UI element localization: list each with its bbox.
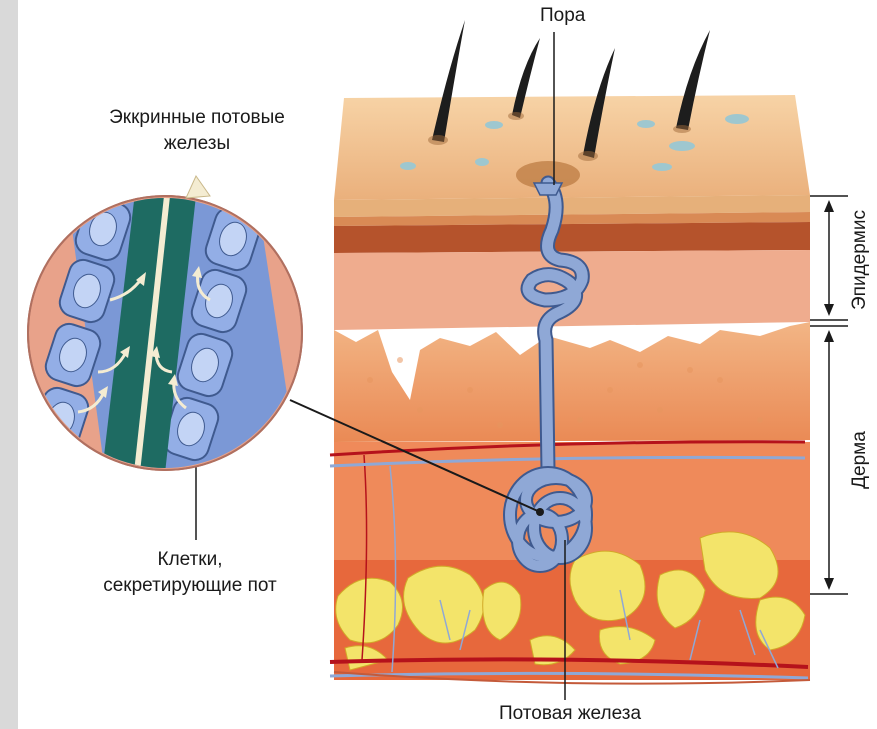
pore-label: Пора (540, 4, 585, 28)
skin-block (330, 20, 810, 684)
epidermis-bracket (810, 196, 848, 320)
epidermis-label: Эпидермис (848, 200, 872, 320)
epidermis-arrow-down (824, 304, 834, 316)
dermis-arrow-down (824, 578, 834, 590)
cells-label-line1: Клетки, (60, 548, 320, 572)
eccrine-label-line1: Эккринные потовые (72, 106, 322, 130)
magnify-point (536, 508, 544, 516)
dermis-bracket (810, 326, 848, 594)
sweat-gland-label: Потовая железа (440, 702, 700, 726)
epidermis-band (334, 222, 810, 253)
page-edge-shadow (0, 0, 18, 729)
cells-label-line2: секретирующие пот (60, 574, 320, 598)
epidermis-arrow-up (824, 200, 834, 212)
eccrine-label-line2: железы (72, 132, 322, 156)
dermis-arrow-up (824, 330, 834, 342)
dermis-papillary (334, 322, 810, 442)
dermis-label: Дерма (848, 400, 872, 520)
magnified-gland-section (28, 134, 302, 510)
